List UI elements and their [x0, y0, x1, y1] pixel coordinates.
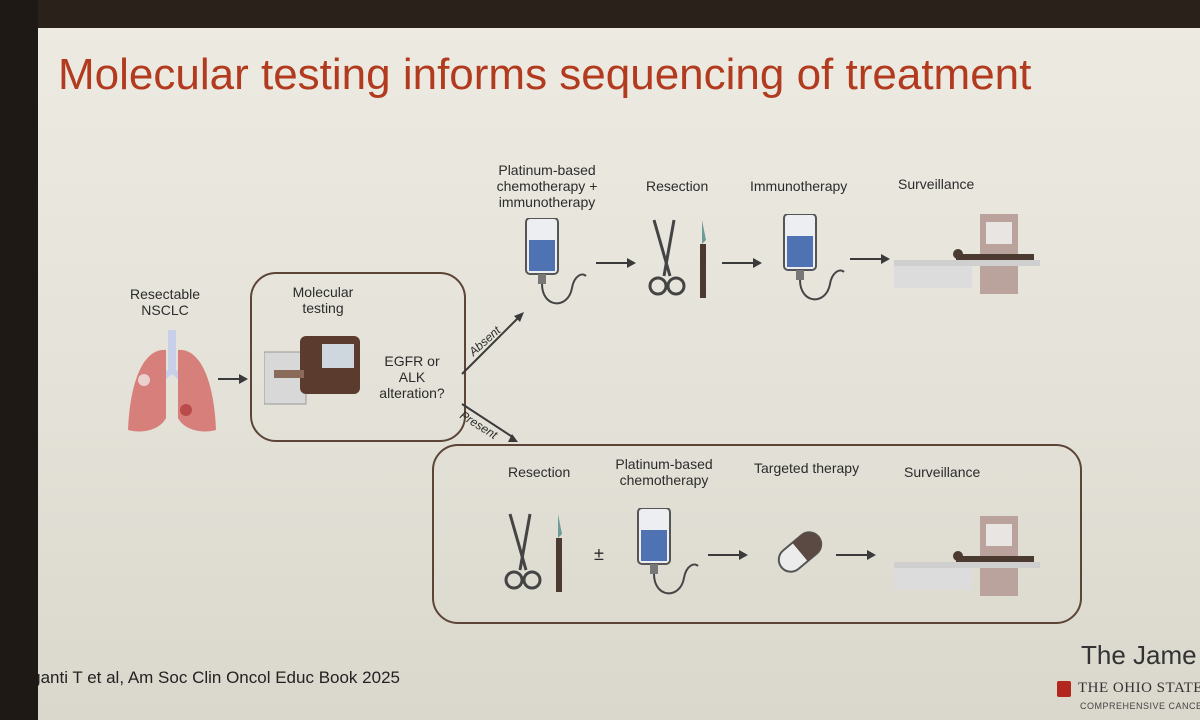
top-step-4-label: Surveillance — [898, 176, 975, 192]
arrow-top-2 — [722, 258, 762, 268]
pill-icon — [777, 531, 823, 573]
brand-line-2: THE OHIO STATE UNI — [1078, 680, 1200, 696]
ct-scanner-icon — [894, 214, 1040, 294]
scissors-scalpel-icon — [648, 219, 706, 298]
testing-label: Molecular testing — [292, 284, 354, 316]
slide: Molecular testing informs sequencing of … — [38, 28, 1200, 720]
bottom-step-1-label: Resection — [508, 464, 571, 480]
ct-scanner-icon-2 — [894, 516, 1040, 596]
question-label: EGFR or ALK alteration? — [379, 353, 445, 401]
bottom-step-2-label: Platinum-based chemotherapy — [615, 456, 713, 488]
osu-logo-icon — [1057, 681, 1071, 697]
screen-bezel-top — [0, 0, 1200, 28]
branch-arrows — [461, 312, 524, 442]
arrow-top-1 — [596, 258, 636, 268]
iv-bag-icon-3 — [637, 508, 699, 595]
scissors-scalpel-icon-2 — [504, 513, 562, 592]
slide-title: Molecular testing informs sequencing of … — [58, 50, 1032, 99]
arrow-start-to-testing — [218, 374, 248, 384]
brand-line-3: COMPREHENSIVE CANCER CE — [1080, 701, 1200, 711]
present-box — [432, 444, 1082, 624]
citation: ruganti T et al, Am Soc Clin Oncol Educ … — [38, 668, 400, 687]
arrow-top-3 — [850, 254, 890, 264]
arrow-bottom-1 — [708, 550, 748, 560]
brand-line-1: The Jame — [1081, 640, 1197, 670]
top-step-3-label: Immunotherapy — [750, 178, 848, 194]
bottom-step-4-label: Surveillance — [904, 464, 981, 480]
lungs-icon — [128, 330, 216, 432]
sequencer-icon — [264, 336, 360, 405]
top-step-1-label: Platinum-based chemotherapy + immunother… — [496, 162, 598, 210]
testing-box — [250, 272, 466, 442]
plus-minus-symbol: ± — [594, 544, 604, 564]
bottom-step-3-label: Targeted therapy — [754, 460, 860, 476]
start-label: Resectable NSCLC — [130, 286, 201, 318]
iv-bag-icon-2 — [783, 214, 845, 301]
top-step-2-label: Resection — [646, 178, 709, 194]
screen-bezel-left — [0, 0, 38, 720]
arrow-bottom-2 — [836, 550, 876, 560]
iv-bag-icon — [525, 218, 587, 305]
